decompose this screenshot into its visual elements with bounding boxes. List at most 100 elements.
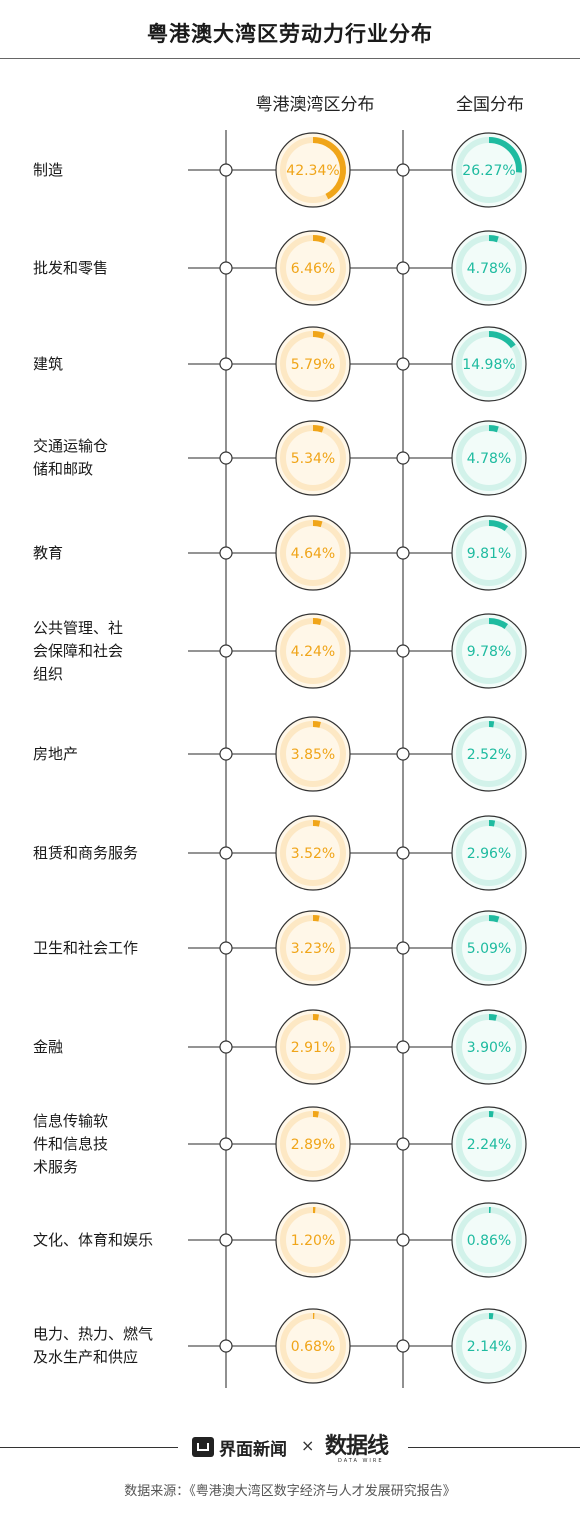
brand-datawire-sub: DATA WIRE (338, 1458, 384, 1464)
brand-separator: × (301, 1436, 315, 1455)
category-label: 金融 (33, 1037, 64, 1056)
chart-title: 粤港澳大湾区劳动力行业分布 (147, 22, 433, 46)
node-left (219, 941, 233, 955)
donut-gba-value: 2.91% (291, 1040, 335, 1056)
donut-national-outline (451, 815, 527, 891)
category-label: 交通运输仓 储和邮政 (33, 437, 109, 478)
donut-gba-arc (312, 425, 324, 433)
donut-gba-arc (312, 1014, 320, 1021)
donut-national-value: 2.52% (467, 747, 511, 763)
donut-gba-value: 5.79% (291, 357, 335, 373)
category-label: 租赁和商务服务 (33, 843, 139, 862)
node-right (396, 1339, 410, 1353)
donut-national-arc (488, 520, 509, 532)
donut-national-value: 9.81% (467, 546, 511, 562)
category-label: 公共管理、社 会保障和社会 组织 (33, 618, 124, 683)
donut-gba-outline (275, 230, 351, 306)
donut-gba-outline (275, 1202, 351, 1278)
donut-gba-outline (275, 910, 351, 986)
donut-gba-arc (312, 721, 321, 728)
donut-gba-value: 3.23% (291, 941, 335, 957)
donut-gba-value: 6.46% (291, 261, 335, 277)
donut-national-outline (451, 910, 527, 986)
category-label: 教育 (33, 543, 64, 562)
donut-gba-arc (312, 137, 346, 200)
donut-national-outline (451, 1106, 527, 1182)
node-left (219, 357, 233, 371)
node-right (396, 163, 410, 177)
node-left (219, 747, 233, 761)
donut-national-arc (488, 1014, 498, 1021)
donut-national-value: 2.96% (467, 846, 511, 862)
donut-national-value: 5.09% (467, 941, 511, 957)
donut-national-outline (451, 1009, 527, 1085)
donut-gba-outline (275, 515, 351, 591)
donut-national-arc (488, 137, 522, 173)
node-left (219, 261, 233, 275)
column-header-gba: 粤港澳湾区分布 (255, 95, 375, 115)
node-left (219, 1040, 233, 1054)
donut-gba-outline (275, 420, 351, 496)
donut-national-outline (451, 515, 527, 591)
donut-gba-value: 3.52% (291, 846, 335, 862)
donut-national-arc (488, 820, 496, 827)
category-label: 批发和零售 (33, 258, 109, 277)
node-left (219, 1233, 233, 1247)
donut-national-arc (488, 425, 499, 433)
donut-gba-value: 4.24% (291, 644, 335, 660)
donut-national-outline (451, 1202, 527, 1278)
donut-national-outline (451, 716, 527, 792)
donut-national-outline (451, 420, 527, 496)
donut-gba-outline (275, 815, 351, 891)
donut-national-outline (451, 1308, 527, 1384)
donut-gba-value: 1.20% (291, 1233, 335, 1249)
donut-gba-arc (312, 618, 322, 625)
node-left (219, 846, 233, 860)
node-right (396, 1137, 410, 1151)
donut-gba-arc (312, 915, 320, 922)
category-label: 信息传输软 件和信息技 术服务 (33, 1111, 109, 1176)
donut-national-arc (488, 618, 509, 630)
node-right (396, 1040, 410, 1054)
node-left (219, 163, 233, 177)
brand-jiemian: 界面新闻 (219, 1440, 287, 1460)
brand-datawire: 数据线 (325, 1433, 389, 1459)
donut-gba-arc (312, 820, 321, 827)
node-left (219, 644, 233, 658)
donut-gba-outline (275, 326, 351, 402)
donut-national-value: 26.27% (462, 163, 515, 179)
node-left (219, 1137, 233, 1151)
footer-rule-left (0, 1447, 178, 1448)
donut-national-outline (451, 326, 527, 402)
donut-gba-outline (275, 613, 351, 689)
donut-gba-value: 0.68% (291, 1339, 335, 1355)
donut-gba-value: 3.85% (291, 747, 335, 763)
donut-national-value: 14.98% (462, 357, 515, 373)
title-divider (0, 58, 580, 59)
donut-gba-value: 42.34% (286, 163, 339, 179)
donut-gba-value: 5.34% (291, 451, 335, 467)
donut-national-arc (488, 915, 500, 923)
node-right (396, 747, 410, 761)
node-left (219, 1339, 233, 1353)
column-header-national: 全国分布 (456, 95, 524, 115)
donut-national-value: 9.78% (467, 644, 511, 660)
footer-rule-right (408, 1447, 580, 1448)
category-label: 电力、热力、燃气 及水生产和供应 (33, 1325, 154, 1366)
category-label: 卫生和社会工作 (33, 938, 139, 957)
node-right (396, 451, 410, 465)
node-left (219, 546, 233, 560)
donut-gba-arc (312, 520, 323, 528)
node-right (396, 357, 410, 371)
donut-gba-outline (275, 716, 351, 792)
donut-national-value: 2.24% (467, 1137, 511, 1153)
node-right (396, 261, 410, 275)
donut-national-value: 0.86% (467, 1233, 511, 1249)
category-label: 房地产 (33, 744, 79, 763)
node-right (396, 941, 410, 955)
donut-gba-outline (275, 1009, 351, 1085)
donut-gba-arc (312, 235, 327, 244)
category-label: 建筑 (33, 354, 64, 373)
donut-gba-value: 4.64% (291, 546, 335, 562)
node-right (396, 1233, 410, 1247)
